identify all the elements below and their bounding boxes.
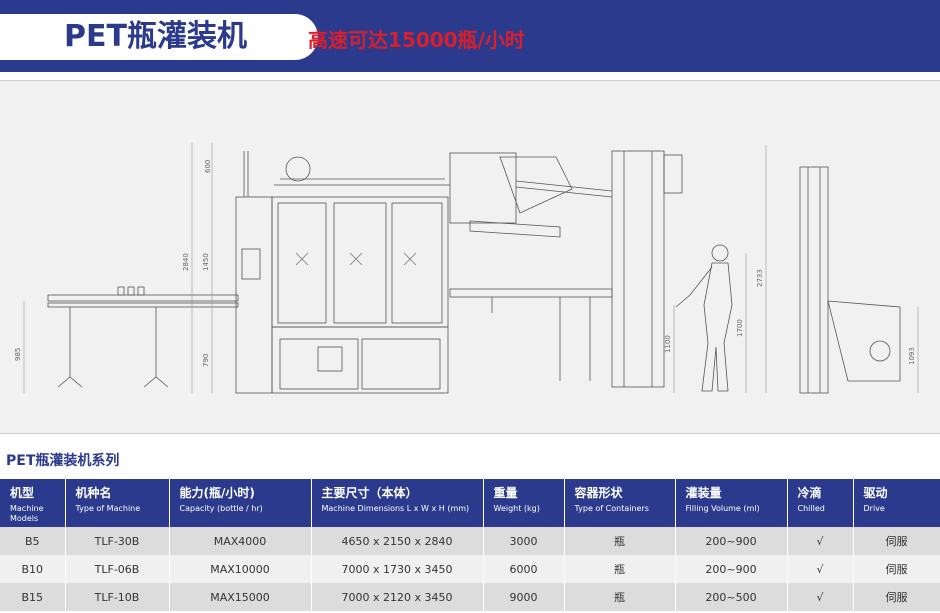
table-cell: 伺服 (853, 583, 940, 611)
table-cell: B10 (0, 555, 66, 583)
dim-label: 1100 (664, 335, 672, 353)
table-cell: TLF-30B (65, 527, 170, 555)
bucket-elevator (611, 150, 683, 388)
table-cell: 瓶 (564, 583, 676, 611)
filler-body (235, 151, 450, 394)
dim-label: 600 (204, 160, 212, 173)
machine-drawing-svg: 600 2840 1450 790 985 1700 1100 2733 109… (14, 143, 919, 394)
table-cell: MAX15000 (169, 583, 312, 611)
table-cell: 7000 x 1730 x 3450 (311, 555, 484, 583)
outfeed-conveyor (449, 288, 613, 381)
table-cell: 7000 x 2120 x 3450 (311, 583, 484, 611)
table-cell: 4650 x 2150 x 2840 (311, 527, 484, 555)
table-cell: 瓶 (564, 555, 676, 583)
table-cell: 6000 (483, 555, 565, 583)
table-row: B15 TLF-10B MAX15000 7000 x 2120 x 3450 … (0, 583, 940, 611)
table-cell: 9000 (483, 583, 565, 611)
table-cell: MAX4000 (169, 527, 312, 555)
table-cell: MAX10000 (169, 555, 312, 583)
table-cell: √ (787, 555, 854, 583)
table-cell: 200~900 (675, 555, 788, 583)
table-cell: TLF-10B (65, 583, 170, 611)
machine-drawing: 600 2840 1450 790 985 1700 1100 2733 109… (0, 80, 940, 434)
header-banner: PET瓶灌装机 高速可达15000瓶/小时 (0, 0, 940, 72)
table-cell: TLF-06B (65, 555, 170, 583)
table-cell: √ (787, 527, 854, 555)
dim-label: 2733 (756, 269, 764, 287)
table-cell: 伺服 (853, 555, 940, 583)
table-row: B5 TLF-30B MAX4000 4650 x 2150 x 2840 30… (0, 527, 940, 555)
series-title: PET瓶灌装机系列 (6, 453, 120, 469)
inlet-conveyor (47, 286, 239, 388)
dim-label: 1700 (736, 319, 744, 337)
dim-label: 1450 (202, 253, 210, 271)
title-pill (0, 14, 318, 60)
table-cell: 伺服 (853, 527, 940, 555)
capper-unit (449, 152, 613, 238)
table-cell: B5 (0, 527, 66, 555)
table-cell: 200~900 (675, 527, 788, 555)
page-title: PET瓶灌装机 (64, 19, 247, 54)
table-row: B10 TLF-06B MAX10000 7000 x 1730 x 3450 … (0, 555, 940, 583)
dim-label: 985 (14, 348, 22, 361)
dim-label: 1093 (908, 347, 916, 365)
human-figure (675, 244, 733, 392)
dim-label: 2840 (182, 253, 190, 271)
side-elevator (799, 166, 901, 394)
table-cell: B15 (0, 583, 66, 611)
table-cell: √ (787, 583, 854, 611)
page-subtitle: 高速可达15000瓶/小时 (308, 28, 525, 52)
table-cell: 200~500 (675, 583, 788, 611)
col-header-dimensions: 主要尺寸（本体）Machine Dimensions L x W x H (mm… (311, 479, 484, 527)
col-header-capacity: 能力(瓶/小时)Capacity (bottle / hr) (169, 479, 312, 527)
table-cell: 3000 (483, 527, 565, 555)
dim-label: 790 (202, 354, 210, 367)
table-cell: 瓶 (564, 527, 676, 555)
